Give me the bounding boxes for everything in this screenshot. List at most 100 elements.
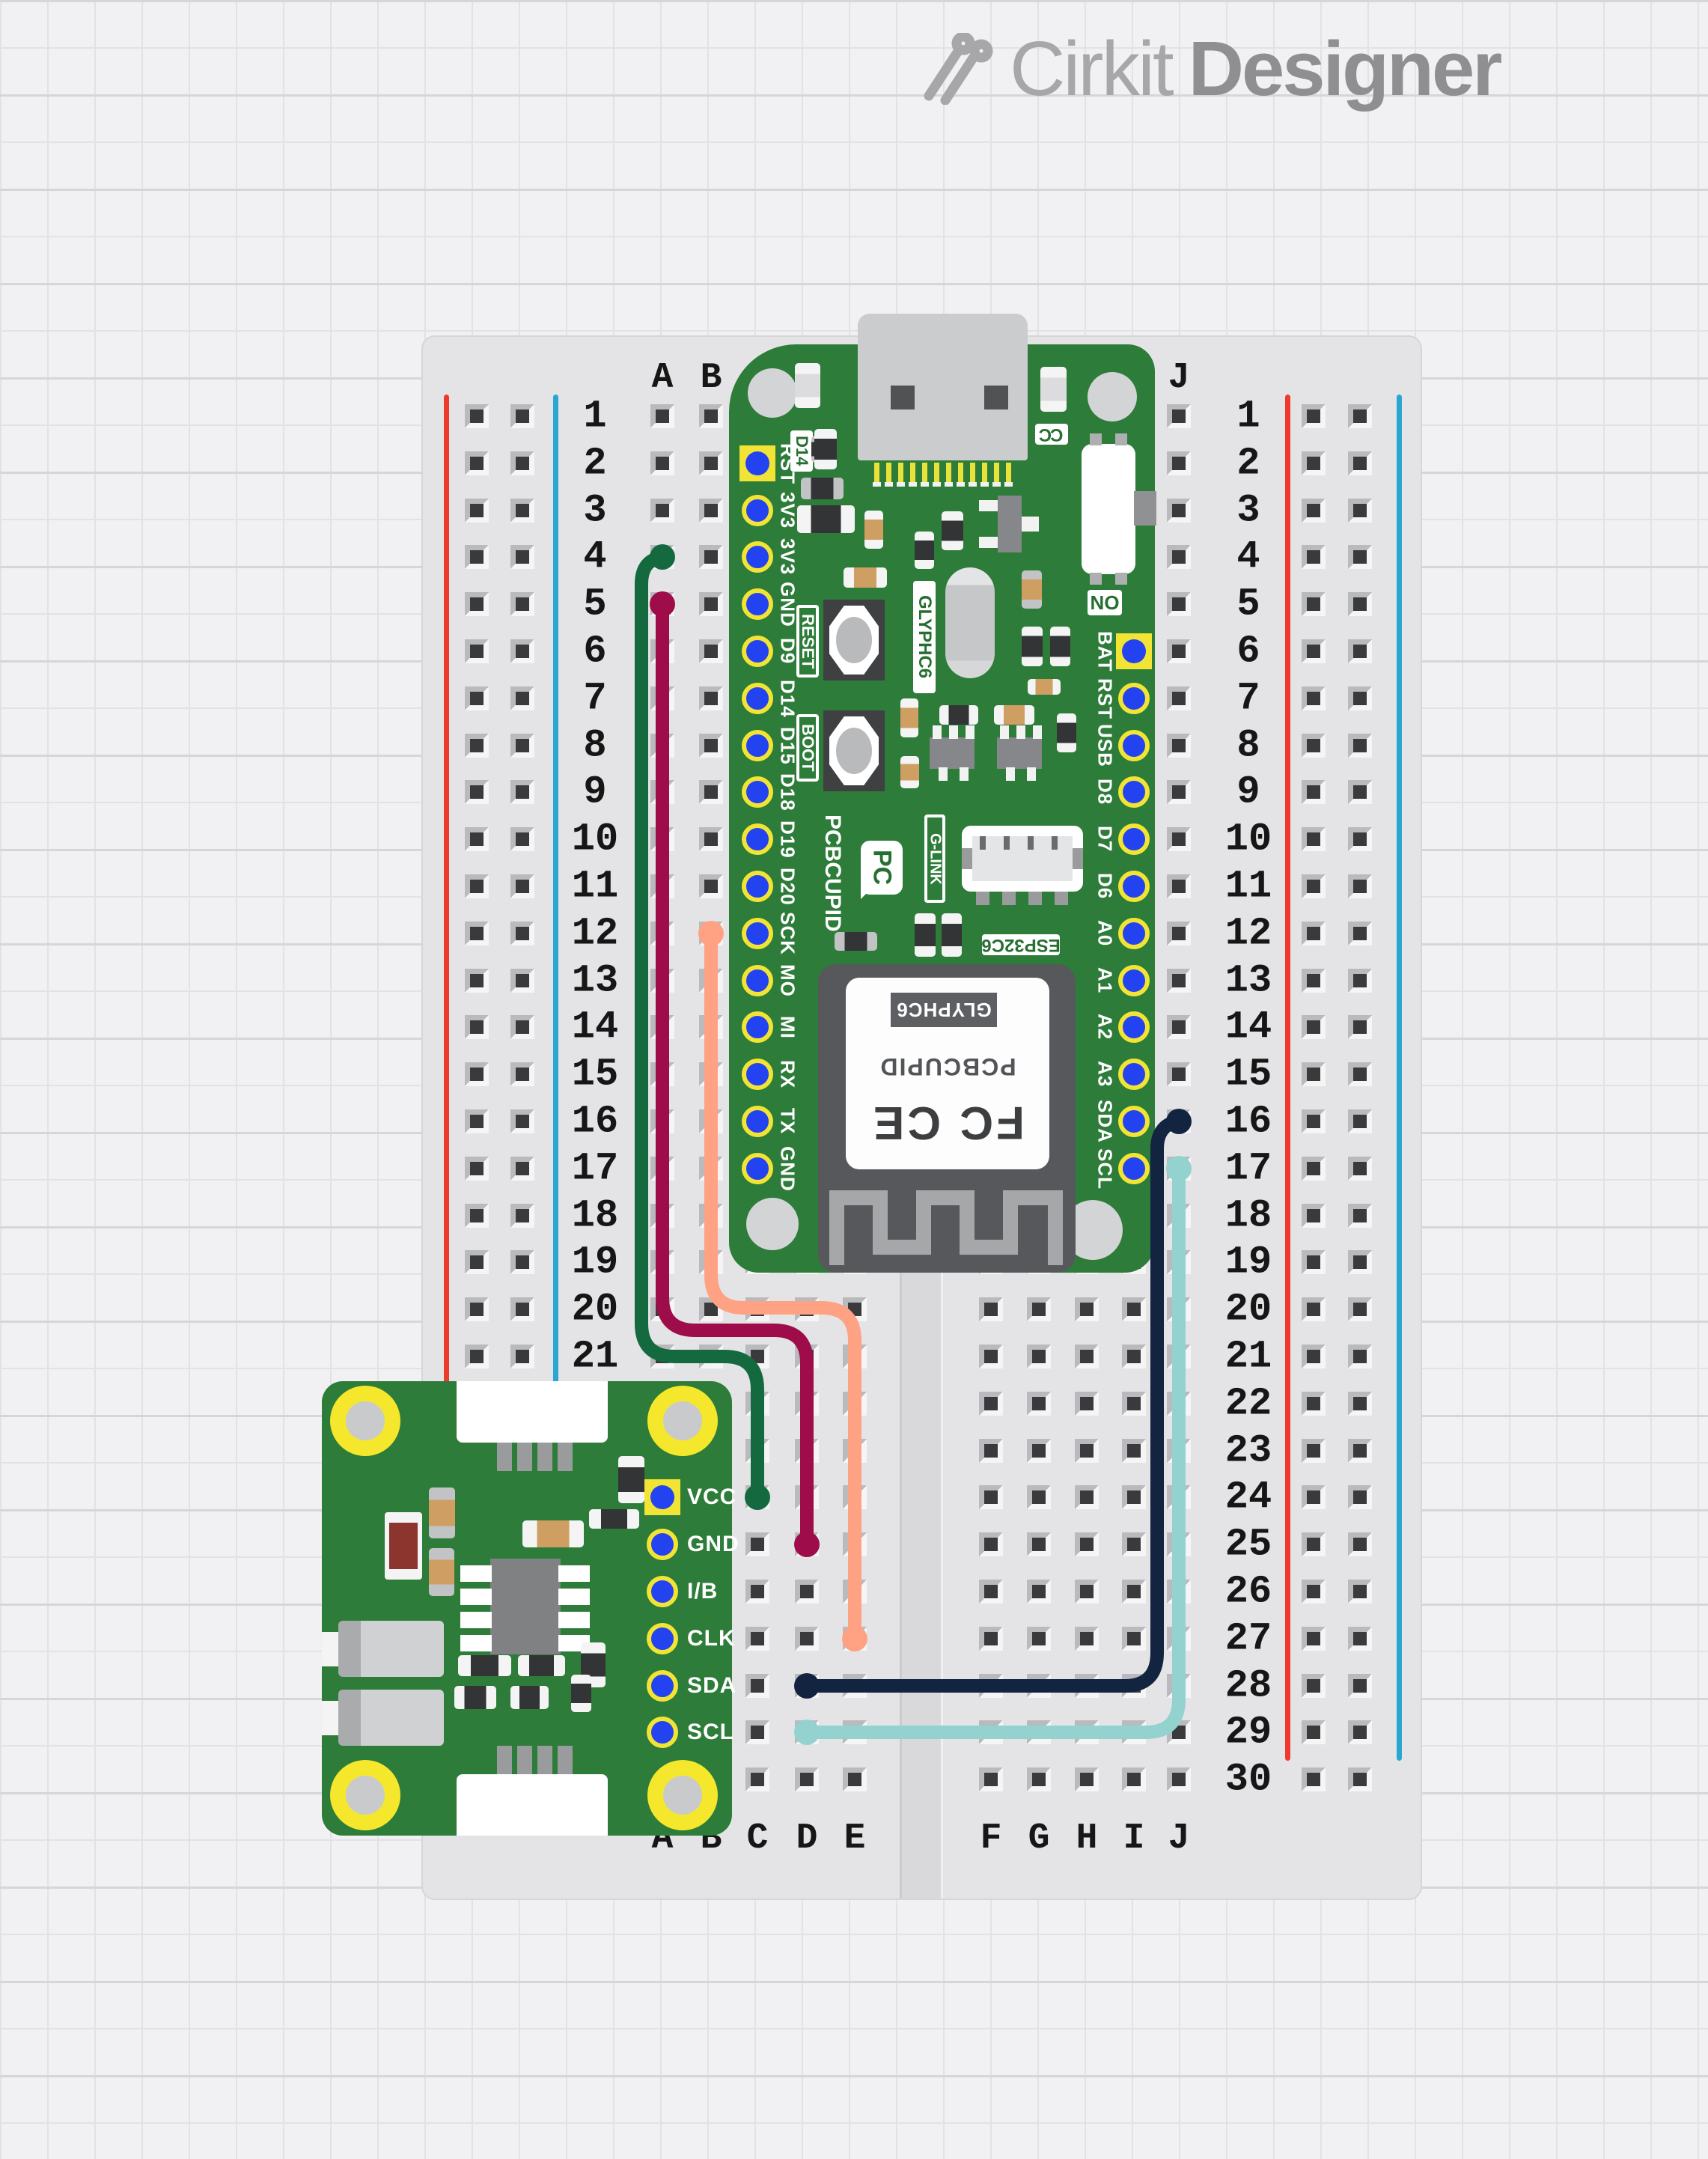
- breadboard-hole[interactable]: [1302, 1392, 1326, 1416]
- breadboard-hole[interactable]: [510, 639, 534, 663]
- breadboard-hole[interactable]: [1348, 1627, 1372, 1651]
- pin-pad[interactable]: [742, 683, 773, 714]
- pin-1-pad[interactable]: [1116, 633, 1152, 669]
- breadboard-hole[interactable]: [465, 969, 489, 993]
- wire-gnd-maroon-endpoint[interactable]: [650, 591, 675, 617]
- breadboard-hole[interactable]: [1302, 639, 1326, 663]
- pin-pad[interactable]: [1118, 683, 1150, 714]
- breadboard-hole[interactable]: [1348, 827, 1372, 851]
- breadboard-hole[interactable]: [465, 1345, 489, 1368]
- breadboard-hole[interactable]: [699, 780, 723, 804]
- pin-pad[interactable]: [1118, 1011, 1150, 1043]
- pin-1-pad[interactable]: [739, 445, 775, 481]
- breadboard-hole[interactable]: [1167, 451, 1191, 475]
- breadboard-hole[interactable]: [1027, 1767, 1051, 1791]
- breadboard-hole[interactable]: [1348, 686, 1372, 710]
- pin-pad[interactable]: [1118, 871, 1150, 902]
- breadboard-hole[interactable]: [1167, 1062, 1191, 1086]
- breadboard-hole[interactable]: [1302, 545, 1326, 569]
- breadboard-hole[interactable]: [1348, 1580, 1372, 1604]
- breadboard-hole[interactable]: [1302, 404, 1326, 428]
- breadboard-hole[interactable]: [1122, 1439, 1146, 1463]
- breadboard-hole[interactable]: [745, 1674, 769, 1698]
- breadboard-hole[interactable]: [1122, 1627, 1146, 1651]
- breadboard-hole[interactable]: [795, 1627, 819, 1651]
- breadboard-hole[interactable]: [1302, 1674, 1326, 1698]
- breadboard-hole[interactable]: [1302, 1297, 1326, 1321]
- breadboard-hole[interactable]: [1122, 1297, 1146, 1321]
- breadboard-hole[interactable]: [1348, 1485, 1372, 1509]
- breadboard-hole[interactable]: [1348, 1157, 1372, 1181]
- breadboard-hole[interactable]: [465, 639, 489, 663]
- breadboard-hole[interactable]: [1027, 1297, 1051, 1321]
- breadboard-hole[interactable]: [1348, 1767, 1372, 1791]
- breadboard-hole[interactable]: [979, 1580, 1003, 1604]
- wire-3v3-green[interactable]: [635, 550, 764, 1504]
- pin-pad[interactable]: [647, 1717, 678, 1748]
- breadboard-hole[interactable]: [1348, 639, 1372, 663]
- breadboard-hole[interactable]: [510, 780, 534, 804]
- pin-1-pad[interactable]: [644, 1479, 680, 1515]
- breadboard-hole[interactable]: [1167, 499, 1191, 523]
- breadboard-hole[interactable]: [1348, 1345, 1372, 1368]
- breadboard-hole[interactable]: [465, 545, 489, 569]
- esp32-devboard-glyphc6[interactable]: D14 RESET BOOT GLYPHC6 PCBCUPID PC G-LIN…: [729, 314, 1156, 1273]
- breadboard-hole[interactable]: [699, 686, 723, 710]
- breadboard-hole[interactable]: [979, 1345, 1003, 1368]
- pin-pad[interactable]: [1118, 1106, 1150, 1137]
- breadboard-hole[interactable]: [1348, 780, 1372, 804]
- breadboard-hole[interactable]: [1167, 827, 1191, 851]
- breadboard-hole[interactable]: [1027, 1345, 1051, 1368]
- breadboard-hole[interactable]: [1302, 499, 1326, 523]
- breadboard-hole[interactable]: [465, 1109, 489, 1133]
- breadboard-hole[interactable]: [1167, 922, 1191, 945]
- breadboard-hole[interactable]: [1302, 969, 1326, 993]
- breadboard-hole[interactable]: [1302, 451, 1326, 475]
- breadboard-hole[interactable]: [979, 1767, 1003, 1791]
- breadboard-hole[interactable]: [1075, 1627, 1099, 1651]
- breadboard-hole[interactable]: [1348, 874, 1372, 898]
- pin-pad[interactable]: [647, 1576, 678, 1607]
- breadboard-hole[interactable]: [510, 451, 534, 475]
- breadboard-hole[interactable]: [699, 499, 723, 523]
- wire-3v3-green-endpoint[interactable]: [650, 544, 675, 570]
- breadboard-hole[interactable]: [465, 451, 489, 475]
- pin-pad[interactable]: [1118, 1153, 1150, 1184]
- breadboard-hole[interactable]: [510, 969, 534, 993]
- breadboard-hole[interactable]: [1167, 404, 1191, 428]
- breadboard-hole[interactable]: [1167, 545, 1191, 569]
- breadboard-hole[interactable]: [979, 1439, 1003, 1463]
- breadboard-hole[interactable]: [510, 1109, 534, 1133]
- breadboard-hole[interactable]: [465, 592, 489, 616]
- breadboard-hole[interactable]: [1027, 1439, 1051, 1463]
- breadboard-hole[interactable]: [510, 1062, 534, 1086]
- breadboard-hole[interactable]: [510, 1157, 534, 1181]
- breadboard-hole[interactable]: [1302, 1627, 1326, 1651]
- breadboard-hole[interactable]: [1348, 969, 1372, 993]
- pin-pad[interactable]: [647, 1623, 678, 1654]
- breadboard-hole[interactable]: [1348, 734, 1372, 758]
- breadboard-hole[interactable]: [1167, 639, 1191, 663]
- breadboard-hole[interactable]: [1302, 1767, 1326, 1791]
- breadboard-hole[interactable]: [979, 1627, 1003, 1651]
- breadboard-hole[interactable]: [1302, 1109, 1326, 1133]
- breadboard-hole[interactable]: [1348, 1109, 1372, 1133]
- breadboard-hole[interactable]: [745, 1532, 769, 1556]
- breadboard-hole[interactable]: [465, 1250, 489, 1274]
- breadboard-hole[interactable]: [1302, 1580, 1326, 1604]
- breadboard-hole[interactable]: [1302, 1439, 1326, 1463]
- wire-sda-navy-endpoint[interactable]: [1166, 1109, 1192, 1134]
- breadboard-hole[interactable]: [1027, 1485, 1051, 1509]
- breadboard-hole[interactable]: [1302, 780, 1326, 804]
- breadboard-hole[interactable]: [510, 734, 534, 758]
- breadboard-hole[interactable]: [1167, 969, 1191, 993]
- breadboard-hole[interactable]: [1075, 1767, 1099, 1791]
- breadboard-hole[interactable]: [1348, 1062, 1372, 1086]
- breadboard-hole[interactable]: [1167, 1015, 1191, 1039]
- breadboard-hole[interactable]: [1348, 1250, 1372, 1274]
- wire-scl-teal-endpoint[interactable]: [1166, 1156, 1192, 1181]
- breadboard-hole[interactable]: [699, 874, 723, 898]
- wire-sck-salmon-endpoint[interactable]: [842, 1626, 867, 1651]
- breadboard-hole[interactable]: [979, 1392, 1003, 1416]
